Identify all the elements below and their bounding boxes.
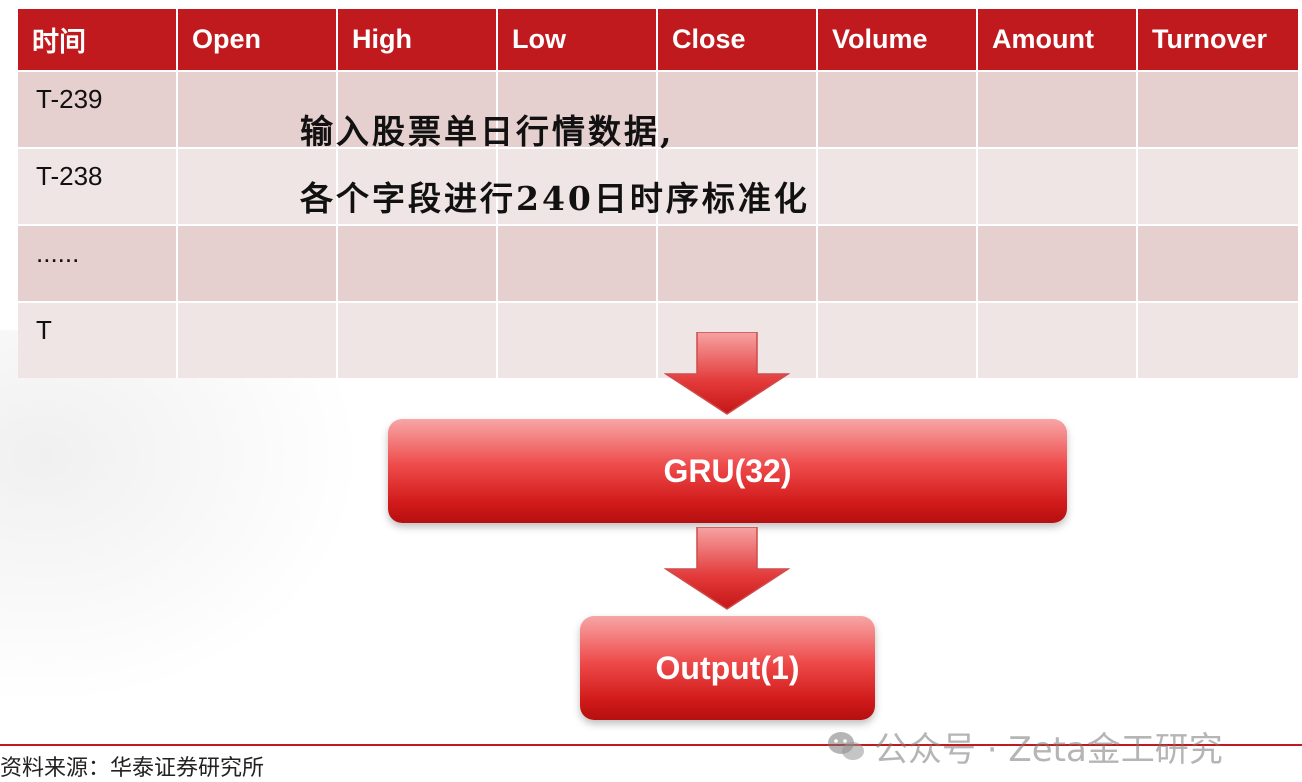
table-row: ...... [18,224,1298,301]
down-arrow-icon [664,527,790,610]
header-time: 时间 [18,9,178,70]
table-row: T-239 [18,70,1298,147]
header-amount: Amount [978,9,1138,70]
table-row: T [18,301,1298,378]
background-shade [0,330,420,750]
row-label: T-239 [18,70,178,147]
overlay-text-line1: 输入股票单日行情数据, [300,112,675,151]
watermark: 公众号 · Zeta金工研究 [826,722,1223,771]
output-label: Output(1) [655,649,800,686]
row-label: T [18,301,178,378]
gru-label: GRU(32) [663,452,792,489]
gru-layer-box: GRU(32) [388,419,1067,523]
table-row: T-238 [18,147,1298,224]
row-label: ...... [18,224,178,301]
header-high: High [338,9,498,70]
market-data-table: 时间 Open High Low Close Volume Amount Tur… [18,9,1298,378]
overlay-text-line2: 各个字段进行240日时序标准化 [300,179,810,218]
output-layer-box: Output(1) [580,616,875,720]
header-low: Low [498,9,658,70]
header-turnover: Turnover [1138,9,1298,70]
row-label: T-238 [18,147,178,224]
header-open: Open [178,9,338,70]
footer-divider [0,744,1302,746]
table-header-row: 时间 Open High Low Close Volume Amount Tur… [18,9,1298,70]
down-arrow-icon [664,332,790,415]
header-volume: Volume [818,9,978,70]
header-close: Close [658,9,818,70]
footer-source-text: 资料来源：华泰证券研究所 [0,756,265,781]
wechat-icon [828,731,864,760]
watermark-text: 公众号 · Zeta金工研究 [874,730,1223,770]
